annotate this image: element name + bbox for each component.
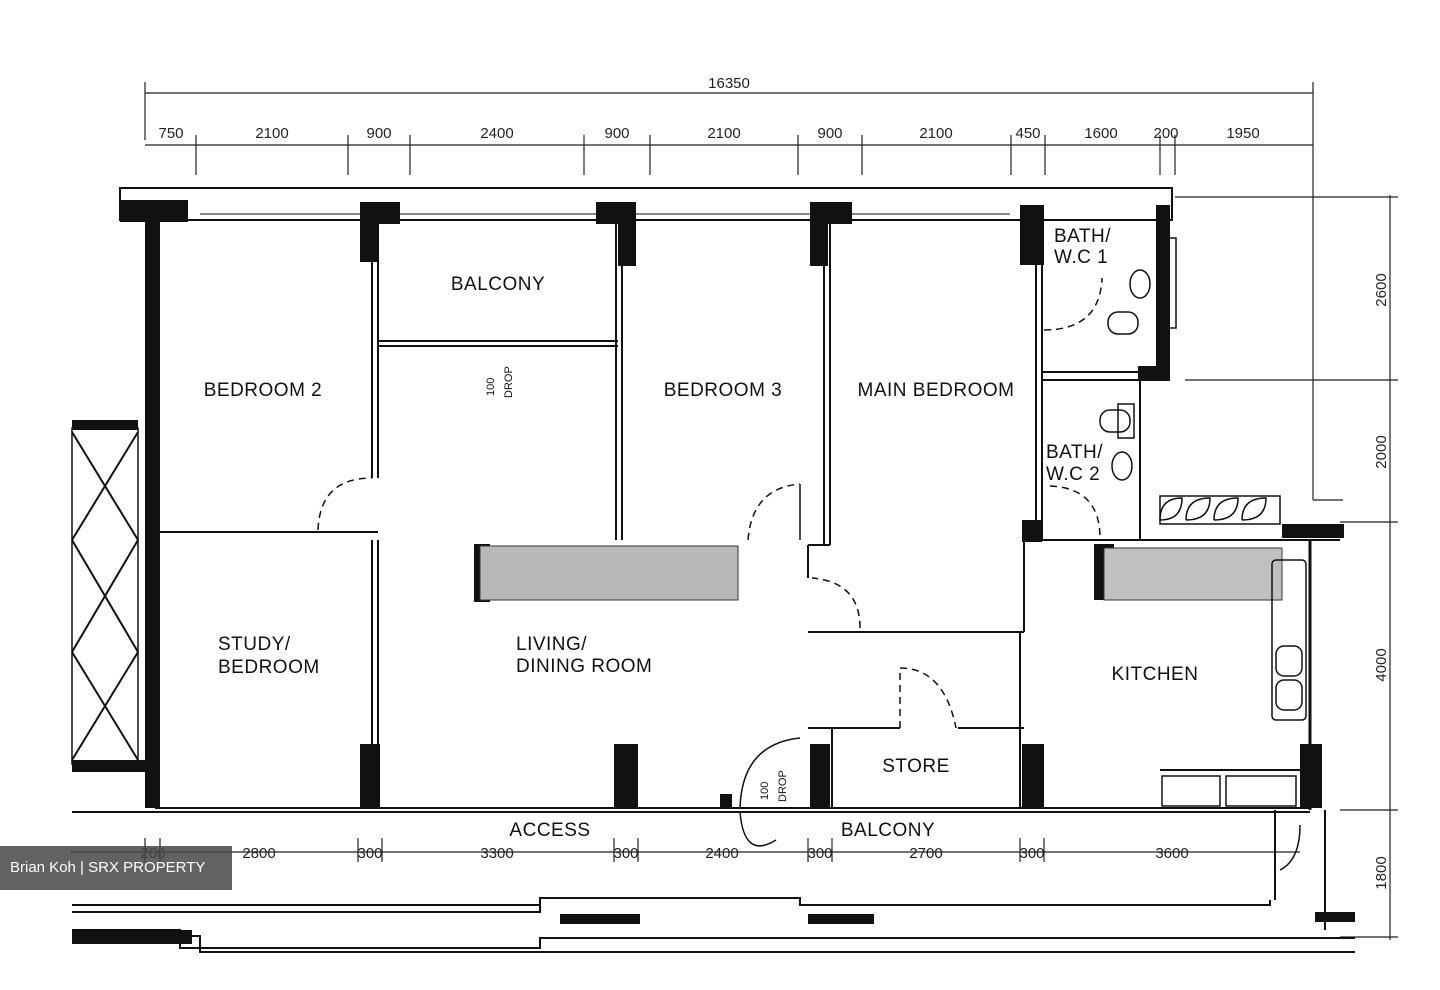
- bottom-dim-label: 3600: [1155, 845, 1188, 862]
- room-label-study: BEDROOM: [218, 657, 320, 678]
- dimension-labels: 16350 750 2100 900 2400 900 2100 900 210…: [140, 75, 1390, 890]
- top-dim-label: 2100: [255, 125, 288, 142]
- room-label-living: LIVING/: [516, 634, 587, 655]
- room-label-main-bedroom: MAIN BEDROOM: [858, 380, 1015, 401]
- drop-annotations: 100 DROP 100 DROP: [485, 366, 789, 802]
- feature-walls: [479, 545, 1283, 601]
- room-label-bedroom-3: BEDROOM 3: [664, 380, 783, 401]
- bottom-dim-label: 2800: [242, 845, 275, 862]
- dimension-lines: [70, 82, 1398, 940]
- room-label-access: ACCESS: [509, 820, 590, 841]
- top-dim-label: 450: [1015, 125, 1040, 142]
- room-label-bath-2: BATH/: [1046, 442, 1103, 463]
- top-dim-label: 900: [604, 125, 629, 142]
- columns: [72, 200, 1355, 944]
- bottom-dim-label: 300: [613, 845, 638, 862]
- top-dim-label: 2400: [480, 125, 513, 142]
- room-label-balcony-bottom: BALCONY: [841, 820, 935, 841]
- top-dim-label: 2100: [707, 125, 740, 142]
- room-label-bath-2: W.C 2: [1046, 464, 1100, 485]
- top-dim-label: 200: [1153, 125, 1178, 142]
- room-label-living: DINING ROOM: [516, 656, 652, 677]
- fixtures: [1099, 237, 1307, 721]
- top-dim-label: 900: [817, 125, 842, 142]
- room-labels: BEDROOM 2 BALCONY BEDROOM 3 MAIN BEDROOM…: [204, 226, 1199, 841]
- drop-annotation: DROP: [503, 366, 515, 398]
- top-dim-label: 900: [366, 125, 391, 142]
- top-dim-label: 1950: [1226, 125, 1259, 142]
- bottom-dim-label: 300: [1019, 845, 1044, 862]
- room-label-kitchen: KITCHEN: [1112, 664, 1199, 685]
- bottom-dim-label: 2700: [909, 845, 942, 862]
- right-dim-label: 4000: [1373, 648, 1390, 681]
- top-dim-label: 1600: [1084, 125, 1117, 142]
- room-label-store: STORE: [882, 756, 950, 777]
- bottom-dim-label: 2400: [705, 845, 738, 862]
- room-label-balcony-top: BALCONY: [451, 274, 545, 295]
- right-dim-label: 2600: [1373, 273, 1390, 306]
- room-label-bedroom-2: BEDROOM 2: [204, 380, 323, 401]
- drop-annotation: DROP: [777, 770, 789, 802]
- bottom-dim-label: 300: [807, 845, 832, 862]
- bottom-dim-label: 3300: [480, 845, 513, 862]
- overall-width-label: 16350: [708, 75, 750, 92]
- top-dim-label: 2100: [919, 125, 952, 142]
- door-swings: [317, 277, 1301, 871]
- room-label-bath-1: W.C 1: [1054, 247, 1108, 268]
- drop-annotation: 100: [485, 378, 497, 396]
- drop-annotation: 100: [759, 782, 771, 800]
- top-dim-label: 750: [158, 125, 183, 142]
- bottom-dim-label: 300: [357, 845, 382, 862]
- right-dim-label: 1800: [1373, 856, 1390, 889]
- right-dim-label: 2000: [1373, 435, 1390, 468]
- room-label-study: STUDY/: [218, 634, 291, 655]
- room-label-bath-1: BATH/: [1054, 226, 1111, 247]
- watermark-credit: Brian Koh | SRX PROPERTY: [0, 846, 232, 890]
